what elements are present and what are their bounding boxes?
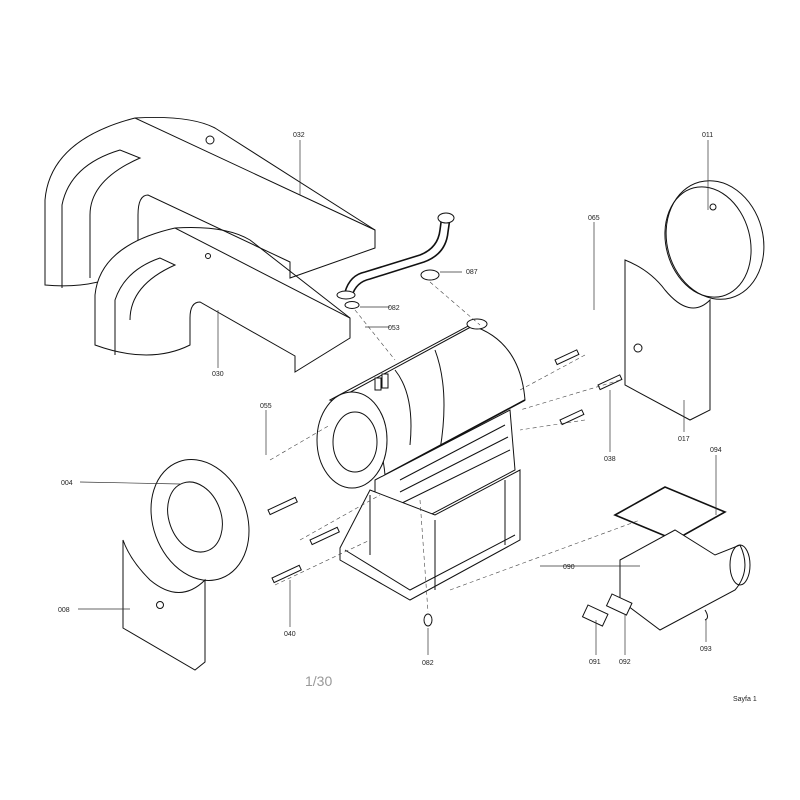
- label-090: 090: [563, 564, 575, 571]
- label-093: 093: [700, 646, 712, 653]
- label-040: 040: [284, 631, 296, 638]
- pipe-assembly: [336, 212, 455, 309]
- part-017-rear-panel: [624, 259, 711, 421]
- part-011-rear-disc: [664, 180, 765, 300]
- label-091: 091: [589, 659, 601, 666]
- rods: [267, 349, 623, 584]
- label-017: 017: [678, 436, 690, 443]
- label-082-bottom: 082: [422, 660, 434, 667]
- page-indicator: 1/30: [305, 673, 333, 689]
- label-055: 055: [260, 403, 272, 410]
- label-092: 092: [619, 659, 631, 666]
- part-094-frame: [613, 486, 727, 541]
- part-090-burner-box: [423, 529, 751, 631]
- part-004-front-ring: [150, 459, 250, 581]
- label-094: 094: [710, 447, 722, 454]
- label-065: 065: [588, 215, 600, 222]
- label-087: 087: [466, 269, 478, 276]
- label-011: 011: [702, 132, 713, 139]
- label-004: 004: [61, 480, 73, 487]
- label-053: 053: [388, 325, 400, 332]
- part-030-lower-insulation: [94, 227, 351, 373]
- label-032: 032: [293, 132, 305, 139]
- label-038: 038: [604, 456, 616, 463]
- label-008: 008: [58, 607, 70, 614]
- label-082-top: 082: [388, 305, 400, 312]
- part-008-front-panel: [122, 539, 206, 671]
- leader-lines: [78, 140, 717, 655]
- label-030: 030: [212, 371, 224, 378]
- boiler-body: [316, 318, 526, 601]
- sheet-label: Sayfa 1: [733, 696, 757, 703]
